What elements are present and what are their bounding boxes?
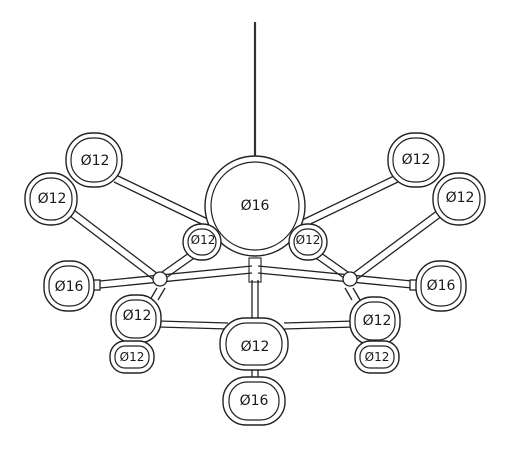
globe-mid-right: Ø16 — [415, 260, 467, 312]
stem-collar — [248, 257, 262, 283]
label-small-right: Ø12 — [365, 350, 390, 364]
label-small-left: Ø12 — [120, 350, 145, 364]
label-mid-left: Ø16 — [55, 279, 84, 295]
label-inner-left: Ø12 — [191, 233, 216, 247]
label-top-right-lower: Ø12 — [446, 190, 475, 206]
label-bottom: Ø16 — [240, 393, 269, 409]
globe-top-right-lower: Ø12 — [432, 172, 486, 226]
label-center-large: Ø16 — [241, 198, 270, 214]
label-low-left: Ø12 — [123, 308, 152, 324]
globe-low-left: Ø12 — [110, 294, 162, 344]
left-arms — [69, 174, 215, 369]
globe-inner-left: Ø12 — [182, 223, 222, 261]
upper-cross-bar — [99, 265, 413, 289]
left-joint — [152, 271, 168, 287]
globe-mid-left: Ø16 — [43, 260, 95, 312]
lower-cross-bar — [157, 320, 356, 330]
label-top-right-upper: Ø12 — [402, 152, 431, 168]
globe-low-right: Ø12 — [349, 296, 401, 346]
label-mid-right: Ø16 — [427, 278, 456, 294]
globe-small-right: Ø12 — [354, 340, 400, 374]
globe-center-large: Ø16 — [204, 155, 306, 257]
label-center-low: Ø12 — [241, 339, 270, 355]
globe-top-right-upper: Ø12 — [387, 132, 445, 188]
label-low-right: Ø12 — [363, 313, 392, 329]
globe-center-low: Ø12 — [219, 317, 289, 371]
globe-small-left: Ø12 — [109, 340, 155, 374]
globe-top-left-lower: Ø12 — [24, 172, 78, 226]
label-inner-right: Ø12 — [296, 233, 321, 247]
label-top-left-upper: Ø12 — [81, 153, 110, 169]
globe-inner-right: Ø12 — [288, 223, 328, 261]
right-joint — [342, 271, 358, 287]
label-top-left-lower: Ø12 — [38, 191, 67, 207]
globe-top-left-upper: Ø12 — [65, 132, 123, 188]
globe-bottom: Ø16 — [222, 376, 286, 426]
